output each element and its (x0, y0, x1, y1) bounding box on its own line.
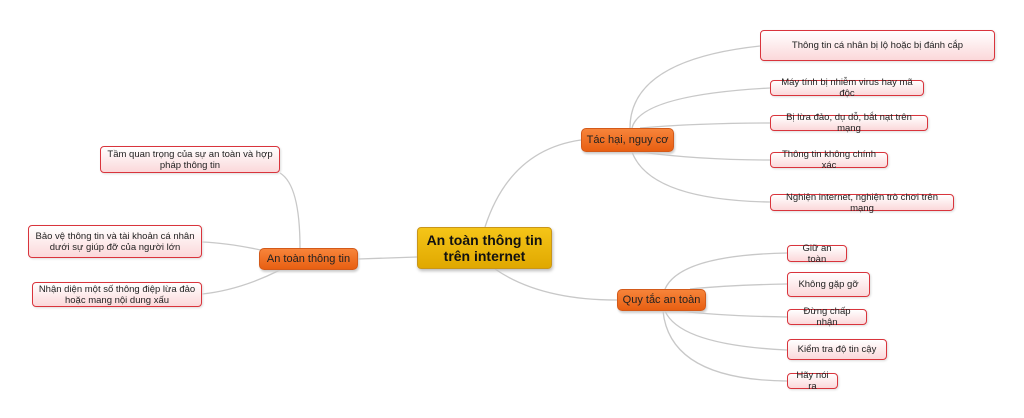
leaf-node[interactable]: Đừng chấp nhận (787, 306, 867, 328)
connector (201, 269, 281, 295)
connector (664, 252, 788, 290)
connector (664, 310, 788, 351)
leaf-node[interactable]: Hãy nói ra (787, 370, 838, 392)
leaf-node[interactable]: Bị lừa đảo, dụ dỗ, bắt nạt trên mạng (770, 112, 928, 134)
connector (639, 122, 771, 129)
connector (662, 310, 788, 382)
leaf-node[interactable]: Bảo vệ thông tin và tài khoản cá nhân dư… (28, 225, 202, 258)
connector (639, 151, 771, 161)
leaf-node[interactable]: Không gặp gỡ (787, 272, 870, 297)
connector (484, 139, 582, 228)
branch-quy-tac-an-toan[interactable]: Quy tắc an toàn (617, 289, 706, 311)
connector (679, 310, 788, 318)
leaf-node[interactable]: Thông tin cá nhân bị lộ hoặc bị đánh cắp (760, 30, 995, 61)
leaf-node[interactable]: Kiểm tra độ tin cậy (787, 339, 887, 360)
connector (631, 151, 771, 203)
connector (279, 172, 301, 249)
connector (494, 268, 618, 301)
connector (629, 45, 761, 129)
connector (357, 256, 418, 260)
leaf-node[interactable]: Nghiện internet, nghiện trò chơi trên mạ… (770, 192, 954, 214)
leaf-node[interactable]: Nhận diện một số thông điệp lừa đảo hoặc… (32, 282, 202, 307)
leaf-node[interactable]: Tầm quan trọng của sự an toàn và hợp phá… (100, 146, 280, 173)
branch-tac-hai-nguy-co[interactable]: Tác hại, nguy cơ (581, 128, 674, 152)
connector (631, 87, 771, 129)
connector (689, 283, 788, 290)
leaf-node[interactable]: Máy tính bị nhiễm virus hay mã độc (770, 77, 924, 99)
branch-an-toan-thong-tin[interactable]: An toàn thông tin (259, 248, 358, 270)
central-topic[interactable]: An toàn thông tin trên internet (417, 227, 552, 269)
leaf-node[interactable]: Giữ an toàn (787, 243, 847, 265)
leaf-node[interactable]: Thông tin không chính xác (770, 149, 888, 171)
